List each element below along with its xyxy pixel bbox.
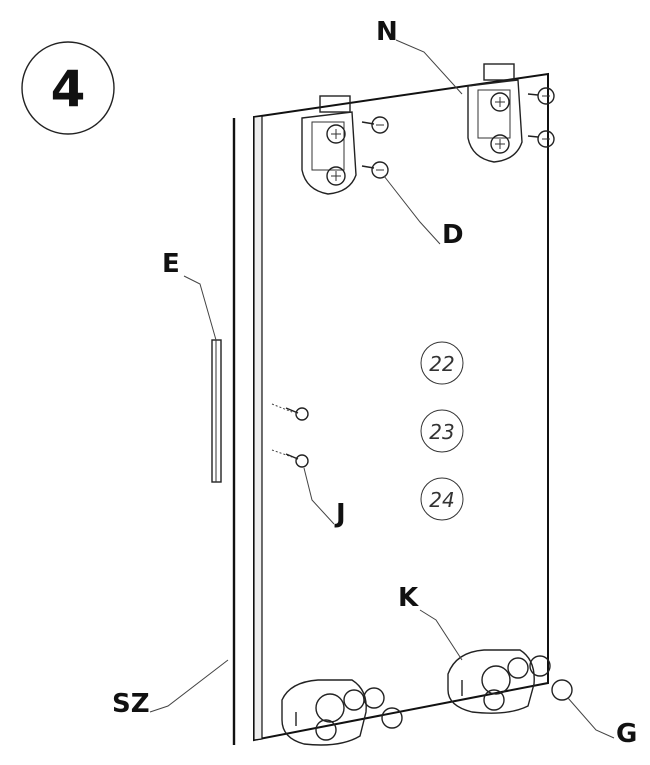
- svg-text:J: J: [334, 499, 346, 529]
- label-e: E: [162, 249, 217, 341]
- hinge-bottom-right: [447, 649, 573, 714]
- screw-j-group: [271, 403, 309, 468]
- svg-text:22: 22: [429, 352, 454, 376]
- hole-marker-22: 22: [420, 341, 464, 385]
- svg-text:E: E: [162, 249, 180, 279]
- screw-d-group: [361, 87, 555, 179]
- door-panel: [253, 72, 549, 742]
- hinge-plate-top-left: [301, 95, 357, 195]
- label-j: J: [303, 467, 346, 529]
- rail-part-e: [211, 339, 222, 483]
- screw-d-4: [527, 130, 555, 148]
- label-n: N: [376, 17, 463, 95]
- hinge-plate-top-right: [467, 63, 523, 163]
- svg-text:K: K: [398, 583, 419, 613]
- hole-marker-24: 24: [420, 477, 464, 521]
- screw-d-2: [361, 161, 389, 179]
- svg-text:D: D: [442, 220, 464, 250]
- svg-text:G: G: [616, 719, 637, 749]
- screw-d-1: [361, 116, 389, 134]
- svg-text:SZ: SZ: [112, 689, 150, 719]
- hole-marker-23: 23: [420, 409, 464, 453]
- step-number: 4: [51, 60, 86, 118]
- label-k: K: [398, 583, 463, 661]
- screw-j-1: [271, 403, 309, 421]
- step-badge: 4: [21, 41, 115, 135]
- screw-j-2: [271, 449, 309, 468]
- svg-text:N: N: [376, 17, 398, 47]
- svg-text:23: 23: [429, 420, 454, 444]
- hole-markers: 22 23 24: [420, 341, 464, 521]
- label-g: G: [567, 697, 637, 749]
- hinge-bottom-left: [281, 679, 403, 746]
- label-sz: SZ: [112, 659, 229, 719]
- screw-d-3: [527, 87, 555, 105]
- label-d: D: [383, 175, 464, 250]
- svg-text:24: 24: [429, 488, 454, 512]
